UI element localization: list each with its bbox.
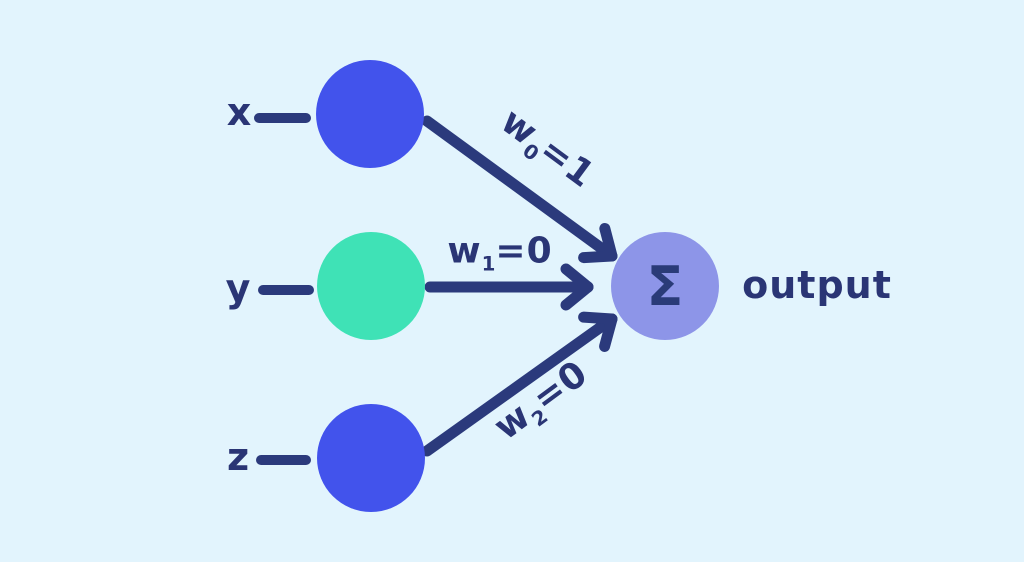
weight-w1-subscript: 1 [481, 252, 496, 276]
sum-node [611, 232, 719, 340]
weight-label-w1: w1=0 [447, 230, 553, 276]
weight-w1-value: =0 [495, 230, 553, 272]
arrow-z-to-sum [421, 311, 618, 457]
weight-w1-name: w [447, 230, 482, 272]
input-label-z: z [226, 435, 250, 479]
sum-sigma-symbol: Σ [646, 255, 684, 318]
input-label-x: x [226, 90, 252, 134]
input-node-x [316, 60, 424, 168]
output-label: output [742, 263, 892, 307]
input-node-z [317, 404, 425, 512]
input-node-y [317, 232, 425, 340]
arrow-x-to-sum [421, 115, 618, 264]
input-label-y: y [225, 266, 251, 310]
